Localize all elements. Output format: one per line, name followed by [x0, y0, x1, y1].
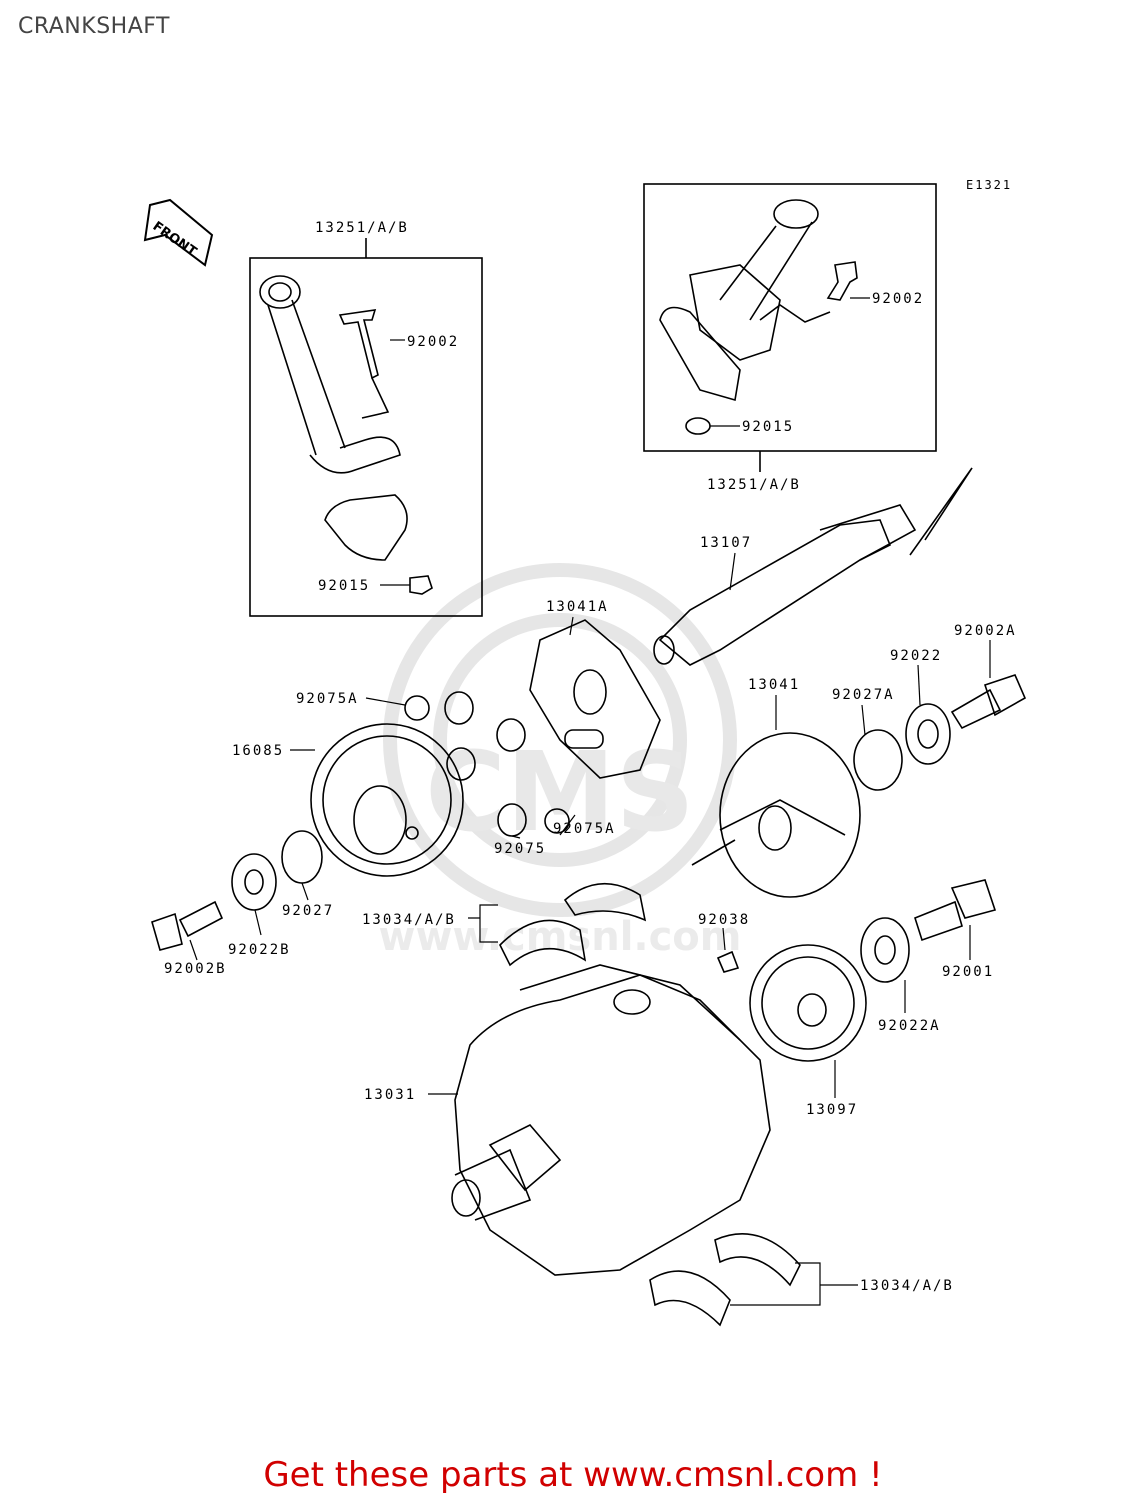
conrod-bolt-right [826, 261, 858, 301]
label-92022A: 92022A [878, 1018, 941, 1034]
primary-gear [310, 723, 464, 877]
woodruff-key [716, 950, 740, 973]
label-92022B: 92022B [228, 942, 291, 958]
label-92002A: 92002A [954, 623, 1017, 639]
label-92001: 92001 [942, 964, 994, 980]
balancer-shaft [653, 467, 973, 666]
cms-watermark: CMS www.cmsnl.com [379, 563, 741, 960]
damper-rubber-1 [444, 691, 474, 725]
weight-disc [691, 732, 861, 898]
page-title: CRANKSHAFT [18, 14, 170, 39]
label-92015-left: 92015 [318, 578, 370, 594]
crankshaft-13031 [451, 964, 771, 1276]
label-13041: 13041 [748, 677, 800, 693]
conrod-box-right [643, 183, 937, 452]
label-13031: 13031 [364, 1087, 416, 1103]
label-92027A: 92027A [832, 687, 895, 703]
footer-link[interactable]: Get these parts at www.cmsnl.com ! [263, 1455, 883, 1495]
washer-92022A [860, 917, 910, 983]
damper-rubber-3 [446, 747, 476, 781]
bolt-92001 [914, 879, 997, 942]
label-13251-right: 13251/A/B [707, 477, 801, 493]
label-92027: 92027 [282, 903, 334, 919]
label-92015-right: 92015 [742, 419, 794, 435]
small-gear-1 [404, 695, 430, 721]
label-92038: 92038 [698, 912, 750, 928]
damper-rubber-2 [496, 718, 526, 752]
damper-hub [529, 619, 661, 779]
label-92002-left: 92002 [407, 334, 459, 350]
label-13041A: 13041A [546, 599, 609, 615]
label-92002B: 92002B [164, 961, 227, 977]
conrod-nut-left [409, 575, 433, 595]
label-13034-lower: 13034/A/B [860, 1278, 954, 1294]
label-13034-upper: 13034/A/B [362, 912, 456, 928]
label-13251-left: 13251/A/B [315, 220, 409, 236]
diagram-code: E1321 [966, 178, 1013, 192]
label-92075A-bottom: 92075A [553, 821, 616, 837]
label-92022: 92022 [890, 648, 942, 664]
collar-92027A [853, 729, 903, 791]
conrod-bolt-left [338, 309, 390, 419]
front-arrow-icon: FRONT [143, 198, 214, 267]
bolt-92002A [950, 674, 1027, 730]
label-13097: 13097 [806, 1102, 858, 1118]
label-92002-right: 92002 [872, 291, 924, 307]
label-16085: 16085 [232, 743, 284, 759]
bearing-shells-upper [499, 882, 647, 967]
connecting-rod-left [259, 275, 408, 561]
label-13107: 13107 [700, 535, 752, 551]
damper-rubber-4 [497, 803, 527, 837]
connecting-rod-right [659, 199, 831, 402]
conrod-nut-right [685, 417, 711, 435]
bearing-shells-lower [649, 1233, 801, 1327]
bolt-92002B [151, 900, 224, 951]
crank-gear-13097 [749, 944, 867, 1062]
washer-92022 [905, 703, 951, 765]
label-92075A-top: 92075A [296, 691, 359, 707]
small-gear-2 [544, 808, 570, 834]
washer-92022B [231, 853, 277, 911]
label-92075: 92075 [494, 841, 546, 857]
collar-92027 [281, 830, 323, 884]
